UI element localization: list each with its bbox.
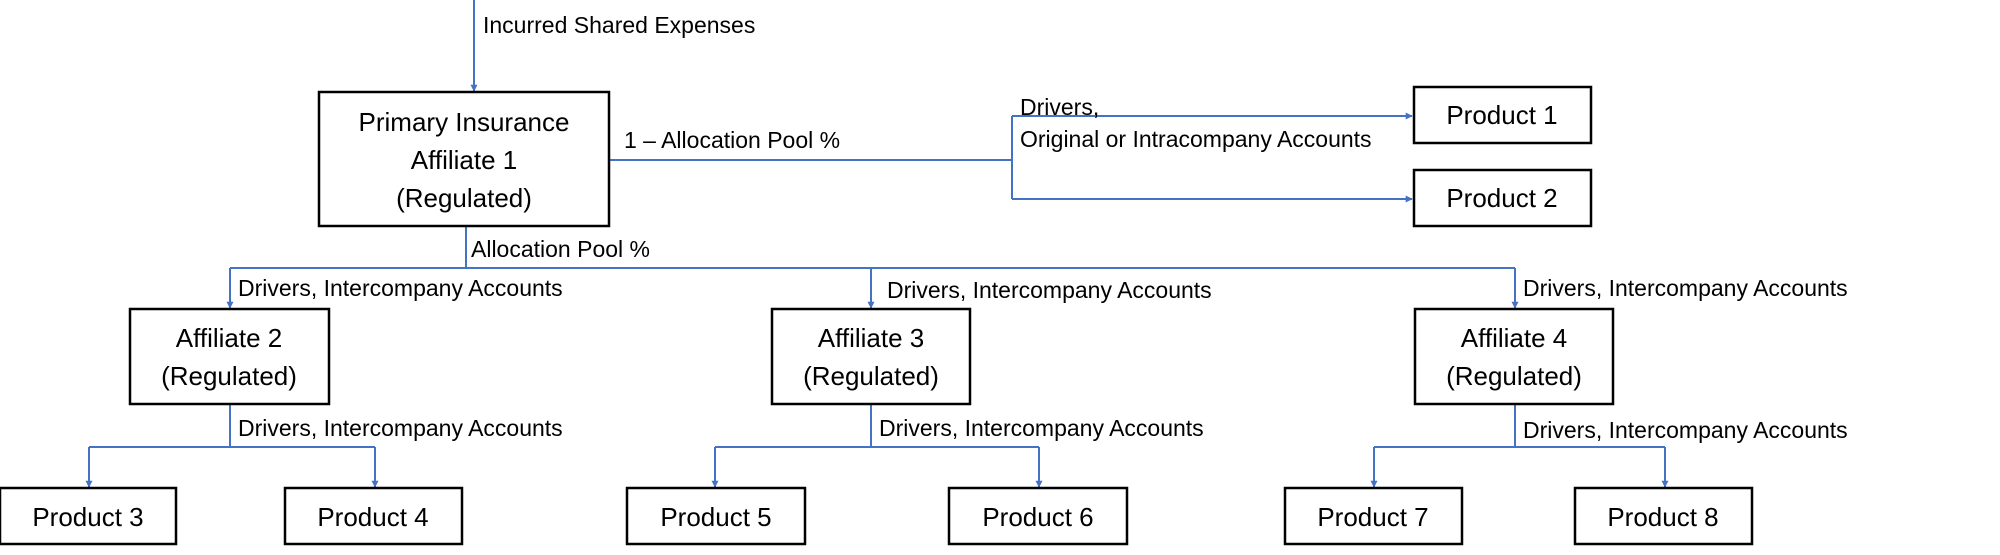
affiliate-4-line-1: Affiliate 4 — [1461, 323, 1567, 353]
product-8-box: Product 8 — [1573, 486, 1754, 546]
drivers-label-line-1: Drivers, — [1020, 94, 1099, 120]
product-6-label: Product 6 — [982, 502, 1093, 532]
product-5-label: Product 5 — [660, 502, 771, 532]
primary-affiliate-box: Primary Insurance Affiliate 1 (Regulated… — [317, 90, 611, 228]
drivers-label-line-2: Original or Intracompany Accounts — [1020, 126, 1372, 152]
primary-affiliate-line-1: Primary Insurance — [359, 107, 570, 137]
product-3-box: Product 3 — [0, 486, 178, 546]
intercompany-label-affiliate-2: Drivers, Intercompany Accounts — [238, 275, 563, 301]
product-4-label: Product 4 — [317, 502, 428, 532]
product-7-box: Product 7 — [1283, 486, 1464, 546]
affiliate-4-line-2: (Regulated) — [1446, 361, 1582, 391]
intercompany-label-affiliate-3: Drivers, Intercompany Accounts — [887, 277, 1212, 303]
affiliate-2-box: Affiliate 2 (Regulated) — [128, 307, 331, 406]
primary-affiliate-line-2: Affiliate 1 — [411, 145, 517, 175]
incurred-expenses-label: Incurred Shared Expenses — [483, 12, 755, 38]
product-8-label: Product 8 — [1607, 502, 1718, 532]
product-2-label: Product 2 — [1446, 183, 1557, 213]
affiliate-2-line-1: Affiliate 2 — [176, 323, 282, 353]
one-minus-pool-label: 1 – Allocation Pool % — [624, 127, 840, 153]
product-6-box: Product 6 — [947, 486, 1129, 546]
product-4-box: Product 4 — [283, 486, 464, 546]
affiliate-4-box: Affiliate 4 (Regulated) — [1413, 307, 1615, 406]
affiliate-2-line-2: (Regulated) — [161, 361, 297, 391]
product-2-box: Product 2 — [1412, 168, 1593, 228]
allocation-pool-label: Allocation Pool % — [471, 236, 650, 262]
intercompany-label-products-3-4: Drivers, Intercompany Accounts — [238, 415, 563, 441]
product-1-box: Product 1 — [1412, 85, 1593, 145]
intercompany-label-products-7-8: Drivers, Intercompany Accounts — [1523, 417, 1848, 443]
affiliate-3-line-2: (Regulated) — [803, 361, 939, 391]
product-7-label: Product 7 — [1317, 502, 1428, 532]
product-1-label: Product 1 — [1446, 100, 1557, 130]
primary-affiliate-line-3: (Regulated) — [396, 183, 532, 213]
affiliate-3-line-1: Affiliate 3 — [818, 323, 924, 353]
product-3-label: Product 3 — [32, 502, 143, 532]
intercompany-label-products-5-6: Drivers, Intercompany Accounts — [879, 415, 1204, 441]
product-5-box: Product 5 — [625, 486, 807, 546]
intercompany-label-affiliate-4: Drivers, Intercompany Accounts — [1523, 275, 1848, 301]
affiliate-3-box: Affiliate 3 (Regulated) — [770, 307, 972, 406]
